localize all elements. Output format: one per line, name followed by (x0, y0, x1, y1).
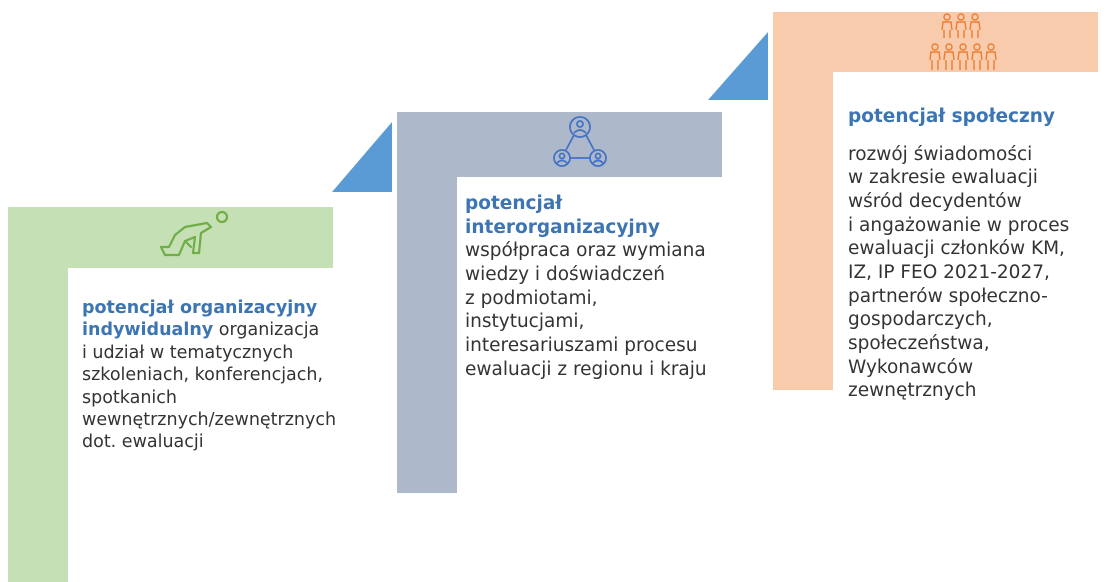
step-1-heading-line2: indywidualny (82, 320, 214, 341)
step-3-body-line-10: zewnętrznych (848, 380, 977, 402)
arrow-2 (708, 32, 768, 100)
step-3-body-line-7: gospodarczych, (848, 309, 993, 331)
bottom-row-people (929, 43, 997, 70)
step-3-body-line-1: w zakresie ewaluacji (848, 167, 1038, 189)
step-1-heading-line2-row: indywidualny organizacja (82, 319, 392, 341)
step-3-text: potencjał społeczny rozwój świadomości w… (848, 105, 1113, 403)
step-2-heading-line2: interorganizacyjny (465, 216, 660, 238)
step-3-body-line-8: społeczeństwa, (848, 333, 990, 355)
step-3-body-line-0: rozwój świadomości (848, 143, 1033, 165)
step-3-body-line-4: ewaluacji członków KM, (848, 238, 1065, 260)
person-starting-block-icon (159, 210, 229, 257)
step-1-band (8, 207, 333, 582)
step-2-text: potencjał interorganizacyjny współpraca … (465, 192, 765, 381)
step-3-body-line-9: Wykonawców (848, 356, 974, 378)
step-2-body-line-4: interesariuszami procesu (465, 335, 698, 357)
step-2-heading-line1: potencjał (465, 193, 563, 214)
step-3-band (773, 12, 1098, 390)
step-1-text: potencjał organizacyjny indywidualny org… (82, 297, 392, 454)
step-1-body-line-5: dot. ewaluacji (82, 432, 204, 453)
top-row-people (941, 13, 981, 38)
step-2-body-line-3: instytucjami, (465, 311, 585, 333)
step-3-body-line-5: IZ, IP FEO 2021-2027, (848, 262, 1050, 284)
network-people-icon (553, 116, 607, 167)
step-1-body-line-0: organizacja (213, 320, 320, 341)
step-1-body-line-3: spotkanich (82, 387, 178, 408)
step-3-heading: potencjał społeczny (848, 106, 1055, 127)
step-1-body-line-1: i udział w tematycznych (82, 342, 294, 363)
arrow-1 (332, 122, 392, 192)
step-2-body-line-1: wiedzy i doświadczeń (465, 264, 665, 286)
step-2-body-line-2: z podmiotami, (465, 287, 598, 309)
step-3-body-line-2: wśród decydentów (848, 191, 1022, 213)
step-3-body-line-6: partnerów społeczno- (848, 285, 1048, 307)
group-people-icon (929, 13, 997, 70)
step-1-body-line-2: szkoleniach, konferencjach, (82, 365, 324, 386)
step-3-body-line-3: i angażowanie w proces (848, 214, 1070, 236)
step-2-band (397, 112, 722, 493)
step-2-body-line-0: współpraca oraz wymiana (465, 240, 706, 262)
step-1-heading-line1: potencjał organizacyjny (82, 298, 318, 318)
step-1-body-line-4: wewnętrznych/zewnętrznych (82, 409, 337, 430)
step-2-body-line-5: ewaluacji z regionu i kraju (465, 358, 707, 380)
